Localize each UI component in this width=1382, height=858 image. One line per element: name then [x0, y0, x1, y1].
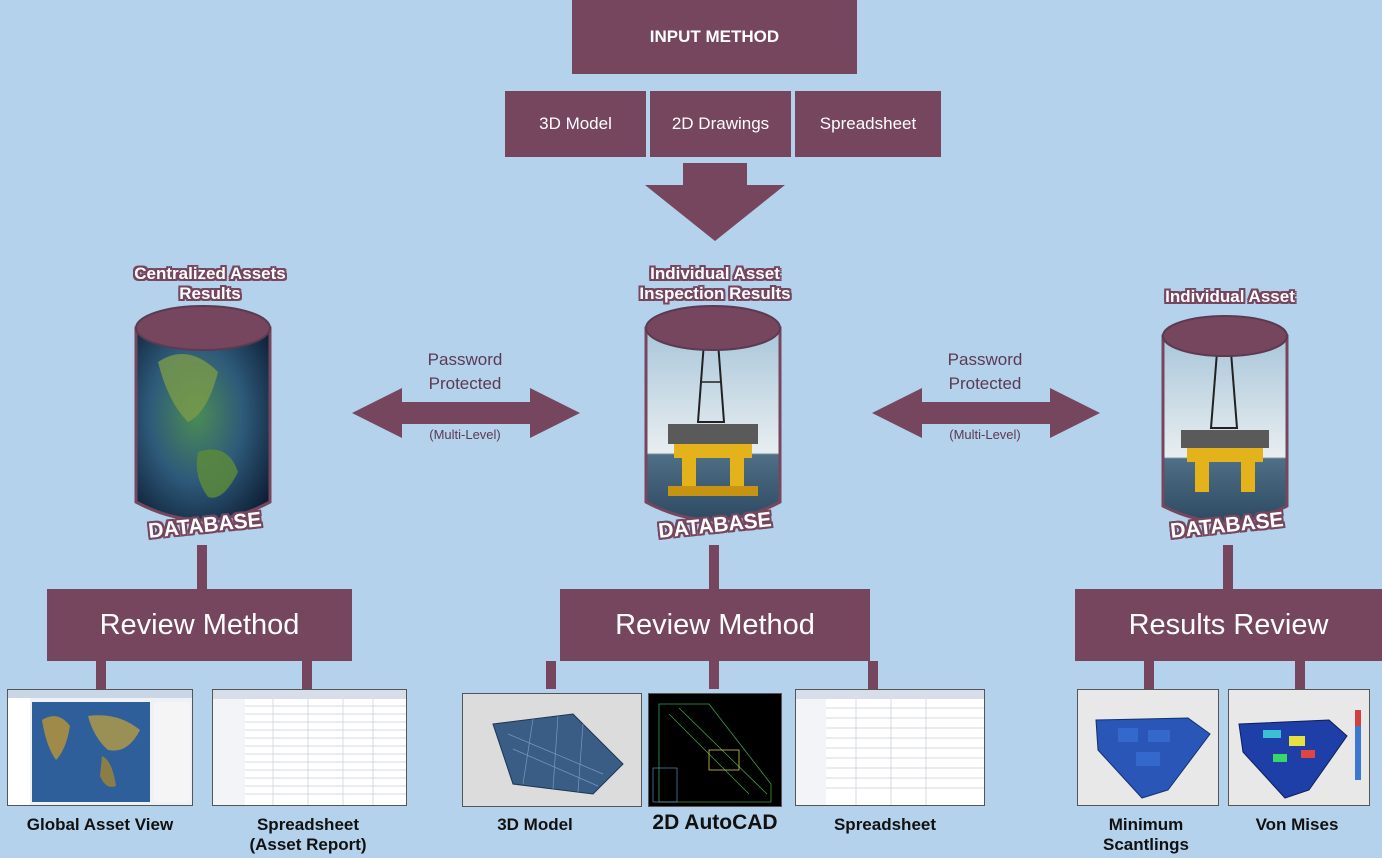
- thumbnail-spreadsheet-asset-report[interactable]: [212, 689, 407, 806]
- caption-3d-model: 3D Model: [497, 815, 573, 834]
- caption-global-asset-view: Global Asset View: [26, 815, 174, 834]
- down-arrow-icon: [645, 163, 785, 241]
- thumbnail-minimum-scantlings[interactable]: [1077, 689, 1219, 806]
- landmass-icon: [158, 354, 218, 422]
- review-method-box-1: Review Method: [47, 589, 352, 661]
- caption-spreadsheet-asset-report: Spreadsheet(Asset Report): [249, 815, 367, 854]
- connector-line: [709, 545, 719, 589]
- connector-line: [546, 661, 556, 689]
- connector-subtext-right: (Multi-Level): [949, 427, 1021, 442]
- database-cylinder-globe: [134, 305, 272, 522]
- connector-line: [709, 661, 719, 689]
- database-cylinder-rig: [644, 305, 782, 522]
- caption-von-mises: Von Mises: [1255, 815, 1339, 834]
- connector-line: [1223, 545, 1233, 589]
- connector-line: [1295, 661, 1305, 689]
- connector-subtext-left: (Multi-Level): [429, 427, 501, 442]
- connector-line: [96, 661, 106, 689]
- review-method-box-2: Review Method: [560, 589, 870, 661]
- input-option-3d-model[interactable]: 3D Model: [505, 91, 646, 157]
- input-option-2d-drawings[interactable]: 2D Drawings: [650, 91, 791, 157]
- connector-line: [868, 661, 878, 689]
- thumbnail-2d-autocad[interactable]: [648, 693, 782, 807]
- thumbnail-spreadsheet[interactable]: [795, 689, 985, 806]
- database-cylinder-rig-2: [1161, 315, 1289, 524]
- input-method-header: INPUT METHOD: [572, 0, 857, 74]
- double-arrow-icon-right: [872, 388, 1100, 438]
- caption-2d-autocad: 2D AutoCAD: [652, 811, 778, 834]
- results-review-box: Results Review: [1075, 589, 1382, 661]
- caption-spreadsheet: Spreadsheet: [833, 815, 937, 834]
- oil-rig-icon: [668, 341, 758, 496]
- input-option-spreadsheet[interactable]: Spreadsheet: [795, 91, 941, 157]
- thumbnail-von-mises[interactable]: [1228, 689, 1370, 806]
- thumbnail-3d-model[interactable]: [462, 693, 642, 807]
- database-title-individual-asset: Individual Asset: [1165, 287, 1295, 306]
- thumbnail-global-asset-view[interactable]: [7, 689, 193, 806]
- connector-line: [302, 661, 312, 689]
- double-arrow-icon-left: [352, 388, 580, 438]
- connector-line: [1144, 661, 1154, 689]
- connector-line: [197, 545, 207, 589]
